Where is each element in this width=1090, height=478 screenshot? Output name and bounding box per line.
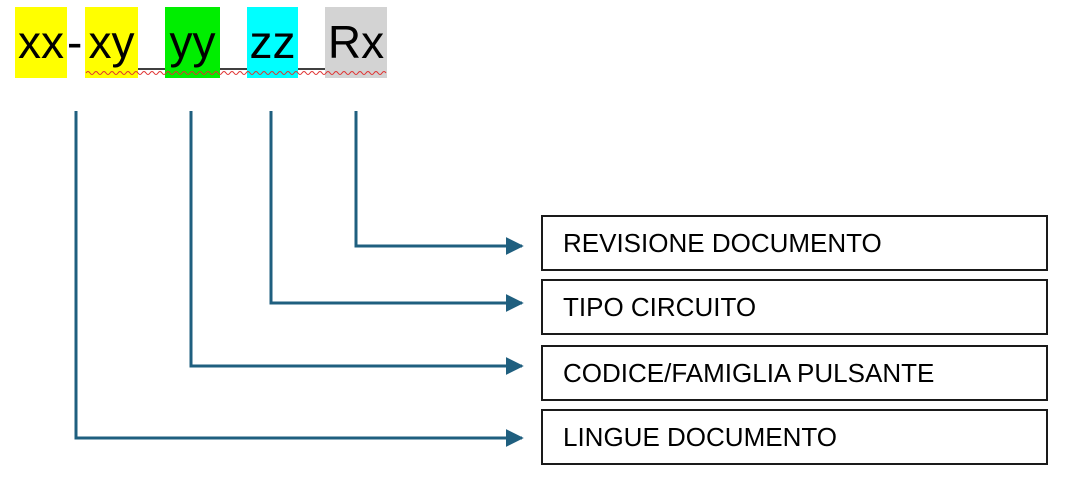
label-lingue-documento: LINGUE DOCUMENTO — [563, 421, 837, 452]
connector-yy-to-codice — [189, 111, 524, 375]
label-box-codice-famiglia: CODICE/FAMIGLIA PULSANTE — [541, 345, 1048, 401]
label-revisione-documento: REVISIONE DOCUMENTO — [563, 227, 882, 258]
code-segment-yy: yy — [165, 7, 220, 78]
code-segment-rx: Rx — [325, 7, 387, 78]
code-segment-xy: xy — [85, 7, 138, 78]
code-format: xx - xy yy zz Rx — [0, 0, 420, 90]
connector-xx-to-lingue — [74, 111, 524, 447]
code-segment-zz: zz — [247, 7, 298, 78]
spellcheck-squiggle — [85, 71, 387, 75]
code-separator: - — [67, 16, 83, 68]
connector-rx-to-revisione — [354, 111, 524, 255]
label-tipo-circuito: TIPO CIRCUITO — [563, 291, 757, 322]
label-box-tipo-circuito: TIPO CIRCUITO — [541, 279, 1048, 335]
label-box-lingue: LINGUE DOCUMENTO — [541, 409, 1048, 465]
underline-marks — [85, 68, 387, 75]
label-codice-famiglia-pulsante: CODICE/FAMIGLIA PULSANTE — [563, 357, 935, 388]
code-segment-xx: xx — [15, 7, 67, 78]
label-box-revisione: REVISIONE DOCUMENTO — [541, 215, 1048, 271]
connector-zz-to-tipo — [269, 111, 524, 312]
